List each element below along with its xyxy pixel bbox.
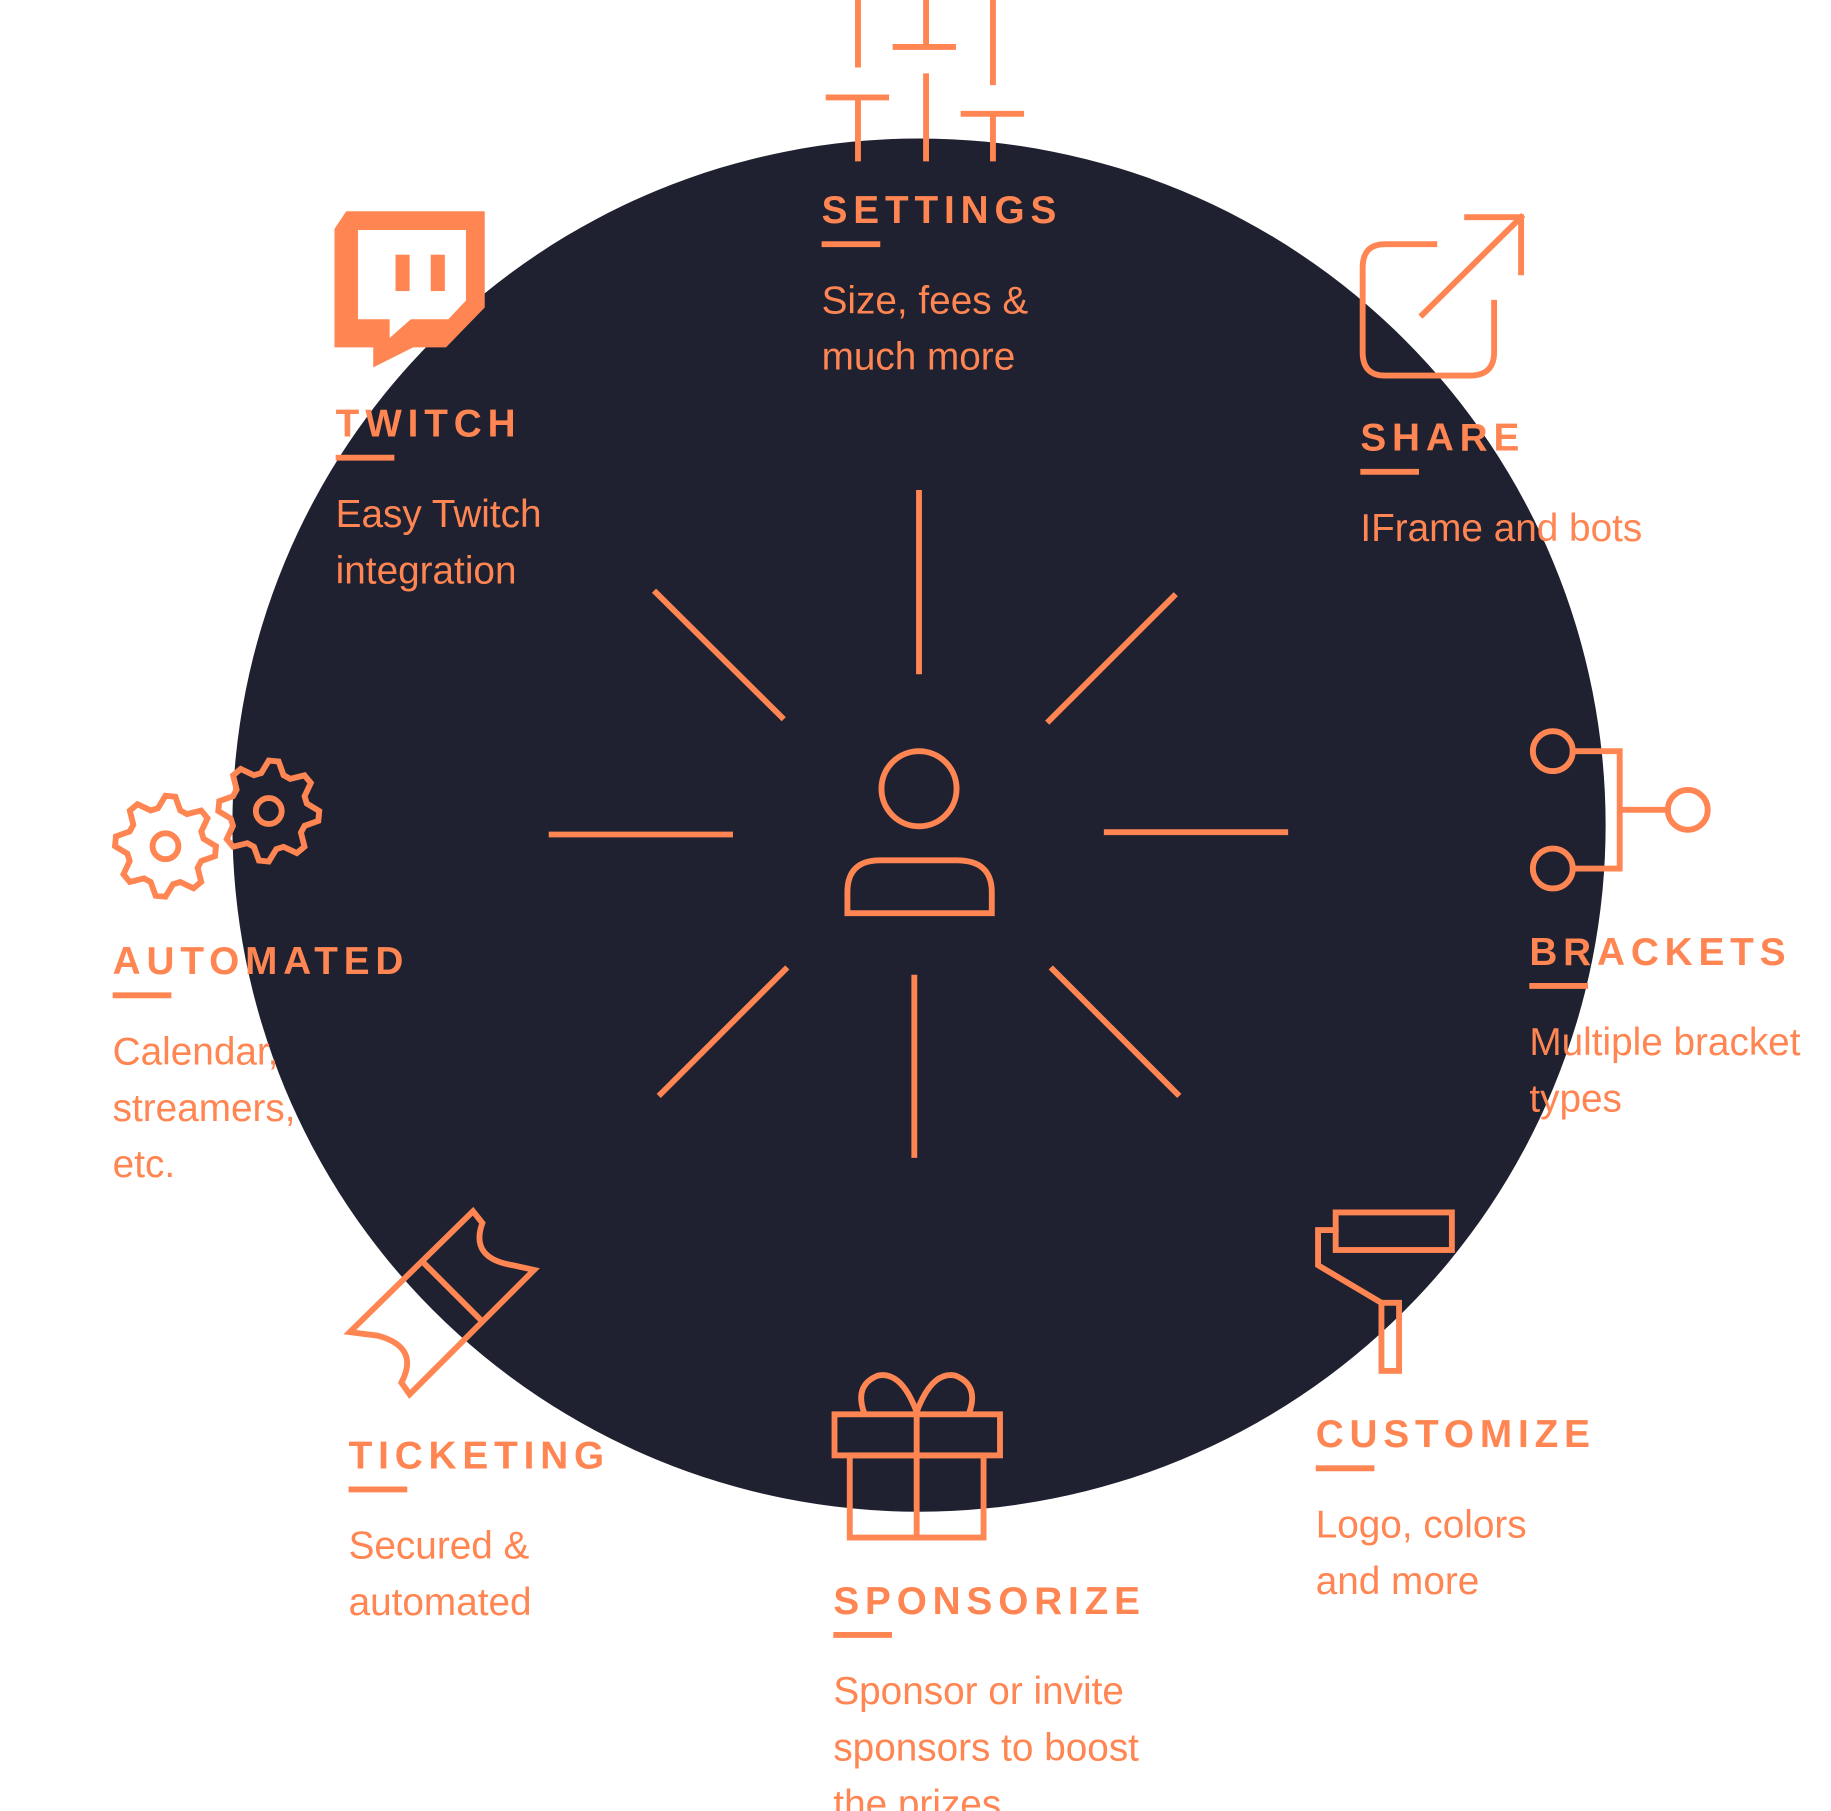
feature-description-line: Calendar, [113,1031,279,1074]
feature-description-line: automated [349,1581,532,1624]
feature-title: SETTINGS [822,189,1063,232]
feature-title: CUSTOMIZE [1316,1413,1596,1456]
feature-description-line: much more [822,336,1016,379]
paint-roller-icon [1315,1209,1455,1374]
feature-title: SHARE [1360,417,1525,460]
gear-icon [111,792,220,900]
feature-settings: SETTINGS Size, fees & much more [822,189,1063,379]
feature-description-line: streamers, [113,1087,296,1130]
feature-description-line: Secured & [349,1525,530,1568]
feature-description-line: etc. [113,1143,175,1186]
gears-icon [111,757,323,900]
feature-title: BRACKETS [1529,931,1791,974]
feature-sponsorize: SPONSORIZE Sponsor or invite sponsors to b… [833,1580,1146,1811]
feature-description-line: Easy Twitch [336,493,542,536]
feature-description-line: Multiple bracket [1529,1021,1800,1064]
feature-description-line: the prizes [833,1783,1001,1811]
ray-bottom-left [656,965,790,1099]
feature-description-line: types [1529,1077,1622,1120]
feature-description-line: Size, fees & [822,279,1029,322]
feature-description-line: IFrame and bots [1360,507,1642,550]
feature-automated: AUTOMATED Calendar, streamers, etc. [112,940,410,1186]
bracket-icon [1529,728,1711,892]
sliders-icon [825,0,1025,162]
twitch-icon [334,211,485,368]
user-icon [844,748,995,917]
gift-icon [831,1372,1003,1541]
rays [548,490,1289,1158]
feature-share: SHARE IFrame and bots [1360,417,1642,550]
feature-title: TICKETING [349,1434,610,1477]
external-link-icon [1359,212,1526,379]
feature-description-line: Sponsor or invite [833,1670,1124,1713]
ticket-icon [343,1206,540,1399]
feature-title: SPONSORIZE [833,1580,1146,1623]
feature-description-line: Logo, colors [1316,1504,1527,1547]
ray-top-left [651,588,786,722]
feature-brackets: BRACKETS Multiple bracket types [1529,931,1800,1121]
gear-icon [215,757,323,865]
feature-description-line: sponsors to boost [833,1727,1139,1770]
feature-description-line: integration [336,549,517,592]
feature-title: TWITCH [336,403,522,446]
ray-bottom-right [1048,965,1182,1099]
feature-title: AUTOMATED [113,940,410,983]
feature-customize: CUSTOMIZE Logo, colors and more [1316,1413,1596,1603]
ray-top-right [1045,592,1178,725]
feature-description-line: and more [1316,1560,1480,1603]
feature-twitch: TWITCH Easy Twitch integration [336,403,542,593]
feature-ticketing: TICKETING Secured & automated [348,1434,610,1624]
